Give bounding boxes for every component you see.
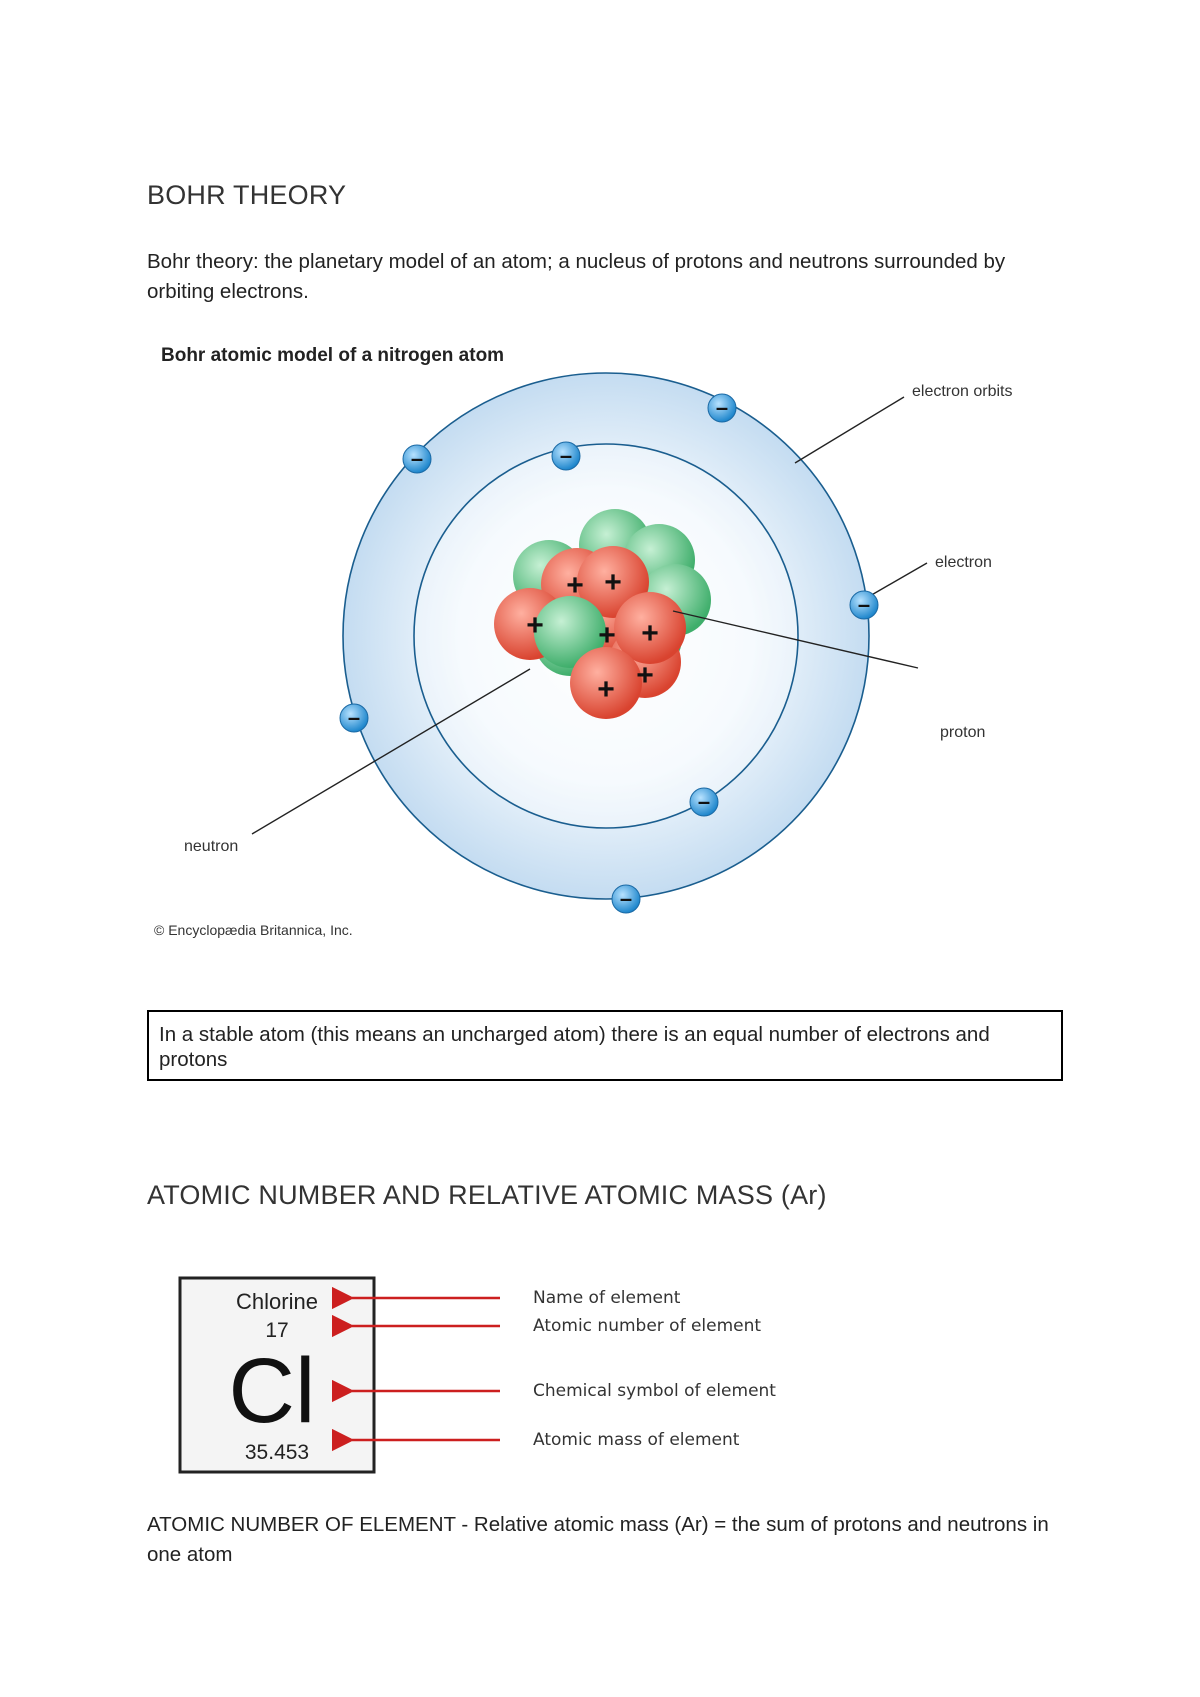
neutron-leader — [251, 668, 531, 835]
bohr-definition: Bohr theory: the planetary model of an a… — [147, 250, 1006, 303]
proton-sign: + — [526, 609, 544, 642]
electron-sign: – — [620, 886, 632, 911]
electron: – — [689, 787, 719, 817]
outer-orbit-ring — [342, 372, 870, 900]
electron-sign: – — [698, 789, 710, 814]
caption-mass: Atomic mass of element — [533, 1430, 740, 1450]
caption-name: Name of element — [533, 1288, 681, 1308]
electron-orbits-leader — [794, 396, 905, 464]
bohr-heading: BOHR THEORY — [147, 180, 347, 210]
note-box: In a stable atom (this means an uncharge… — [147, 1010, 1063, 1081]
element-mass: 35.453 — [245, 1441, 309, 1464]
inner-orbit-ring — [413, 443, 799, 829]
neutron-sphere — [534, 596, 606, 668]
electron: – — [849, 590, 879, 620]
electron: – — [611, 884, 641, 914]
proton-sign: + — [641, 617, 659, 650]
caption-number: Atomic number of element — [533, 1316, 761, 1336]
proton-sphere — [570, 647, 642, 719]
element-tile-figure: Chlorine 17 Cl 35.453 Name of element At… — [178, 1276, 776, 1474]
element-symbol: Cl — [229, 1340, 316, 1442]
electron: – — [339, 703, 369, 733]
proton-sign: + — [566, 569, 584, 602]
electron-sign: – — [716, 395, 728, 420]
proton-leader — [672, 610, 919, 669]
credit: © Encyclopædia Britannica, Inc. — [154, 922, 353, 938]
proton-sign: + — [597, 673, 615, 706]
proton-sphere — [614, 592, 686, 664]
electron: – — [707, 393, 737, 423]
proton-sign: + — [598, 619, 616, 652]
label-electron: electron — [935, 554, 992, 571]
electron: – — [551, 441, 581, 471]
bohr-atom-diagram: Bohr atomic model of a nitrogen atom + +… — [154, 345, 1013, 938]
proton-sign: + — [604, 566, 622, 599]
electrons: – – – – – – – — [339, 393, 879, 914]
label-electron-orbits: electron orbits — [912, 383, 1013, 400]
nucleus: + + + + + + + — [494, 509, 711, 719]
diagram-title: Bohr atomic model of a nitrogen atom — [161, 345, 504, 366]
electron-sign: – — [560, 443, 572, 468]
electron-sign: – — [348, 705, 360, 730]
element-name: Chlorine — [236, 1289, 318, 1314]
atomic-heading: ATOMIC NUMBER AND RELATIVE ATOMIC MASS (… — [147, 1180, 827, 1210]
caption-symbol: Chemical symbol of element — [533, 1381, 776, 1401]
atomic-summary: ATOMIC NUMBER OF ELEMENT - Relative atom… — [147, 1513, 1049, 1566]
electron-sign: – — [411, 446, 423, 471]
note-text: In a stable atom (this means an uncharge… — [159, 1023, 990, 1071]
proton-sign: + — [636, 659, 654, 692]
label-proton: proton — [940, 724, 985, 741]
electron-sign: – — [858, 592, 870, 617]
electron: – — [402, 444, 432, 474]
element-number: 17 — [265, 1319, 288, 1342]
label-neutron: neutron — [184, 838, 238, 855]
